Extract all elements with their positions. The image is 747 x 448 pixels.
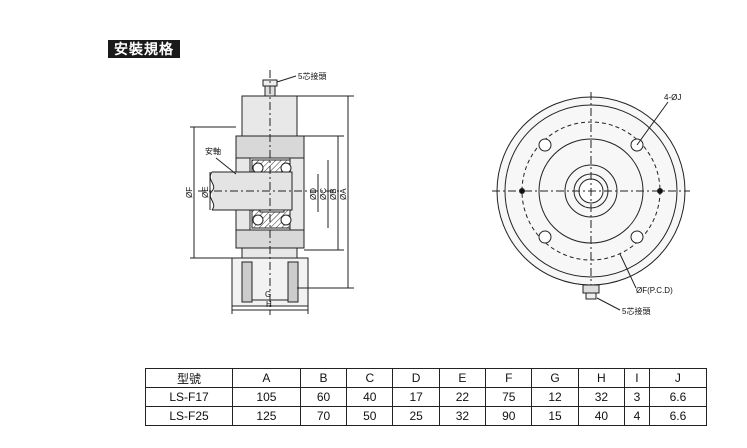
cell: 75 <box>485 387 533 407</box>
header-i: I <box>624 368 650 388</box>
cell: 40 <box>346 387 394 407</box>
locating-pin <box>657 188 663 194</box>
cell: 22 <box>438 387 487 407</box>
cell: 17 <box>392 387 440 407</box>
front-connector-label: 5芯接頭 <box>622 306 650 316</box>
spec-table: 型號 A B C D E F G H I J LS-F17 105 60 40 … <box>145 368 708 426</box>
header-c: C <box>346 368 394 388</box>
dim-label-h: H <box>266 300 272 309</box>
dim-lines-bottom <box>231 299 309 314</box>
dim-label-e: ØE <box>201 186 210 198</box>
header-j: J <box>648 368 708 388</box>
side-view: 5芯接頭 安軸 <box>185 70 354 315</box>
table-row: LS-F25 125 70 50 25 32 90 15 40 4 6.6 <box>145 406 708 426</box>
dim-lines-right <box>297 95 354 289</box>
cell: 3 <box>624 387 650 407</box>
installation-drawing: 5芯接頭 安軸 <box>185 70 690 316</box>
shaft-label: 安軸 <box>205 146 221 156</box>
cell: 70 <box>299 406 348 426</box>
cell: 32 <box>577 387 626 407</box>
header-d: D <box>392 368 440 388</box>
header-a: A <box>232 368 301 388</box>
cell: 6.6 <box>648 387 708 407</box>
cell: 32 <box>438 406 487 426</box>
section-title: 安裝規格 <box>108 40 180 58</box>
locating-pin <box>519 188 525 194</box>
side-connector-label: 5芯接頭 <box>298 71 326 81</box>
header-model: 型號 <box>145 368 233 388</box>
header-e: E <box>438 368 487 388</box>
cell: 6.6 <box>648 406 708 426</box>
mounting-hole <box>630 230 644 244</box>
mounting-hole <box>538 138 552 152</box>
header-f: F <box>485 368 533 388</box>
cell: 15 <box>531 406 579 426</box>
header-b: B <box>299 368 348 388</box>
front-view <box>492 92 690 311</box>
dim-lines-left <box>190 126 236 259</box>
dim-label-c: ØC <box>319 188 328 200</box>
side-connector <box>262 75 297 97</box>
cell: 25 <box>392 406 440 426</box>
cell: 12 <box>531 387 579 407</box>
mounting-hole <box>538 230 552 244</box>
cell: 4 <box>624 406 650 426</box>
cell-model: LS-F25 <box>145 406 233 426</box>
table-row: LS-F17 105 60 40 17 22 75 12 32 3 6.6 <box>145 387 708 407</box>
dim-label-d: ØD <box>309 188 318 200</box>
cell: 50 <box>346 406 394 426</box>
cell: 105 <box>232 387 301 407</box>
pcd-label: ØF(P.C.D) <box>636 286 673 295</box>
cell: 125 <box>232 406 301 426</box>
cell: 60 <box>299 387 348 407</box>
cell: 40 <box>577 406 626 426</box>
dim-label-b: ØB <box>329 188 338 200</box>
header-h: H <box>577 368 626 388</box>
cell-model: LS-F17 <box>145 387 233 407</box>
dim-label-f: ØF <box>185 187 194 198</box>
table-header-row: 型號 A B C D E F G H I J <box>145 368 708 388</box>
hole-label: 4-ØJ <box>664 93 681 102</box>
front-connector <box>582 284 600 294</box>
dim-label-a: ØA <box>339 188 348 200</box>
dim-label-g: G <box>265 290 271 299</box>
cell: 90 <box>485 406 533 426</box>
header-g: G <box>531 368 579 388</box>
